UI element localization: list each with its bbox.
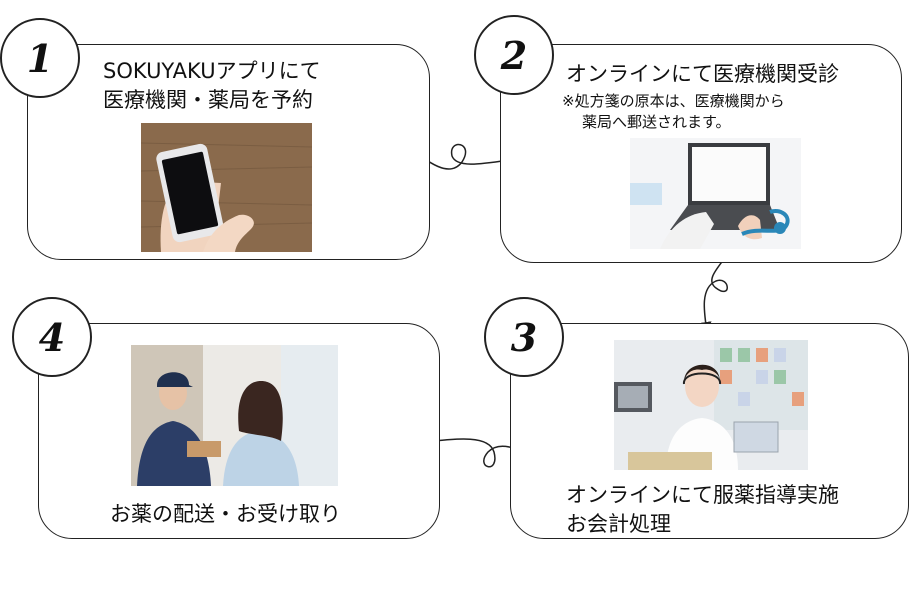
step-3-title-line-1: オンラインにて服薬指導実施	[566, 483, 839, 507]
step-2-title: オンラインにて医療機関受診	[566, 62, 839, 86]
arrow-step2-to-step3	[699, 254, 728, 334]
smartphone-photo	[141, 123, 312, 252]
step-2-note: ※処方箋の原本は、医療機関から 薬局へ郵送されます。	[562, 91, 785, 133]
step-4-title: お薬の配送・お受け取り	[110, 502, 341, 526]
delivery-photo	[131, 345, 338, 486]
step-3-title: オンラインにて服薬指導実施 お会計処理	[566, 481, 839, 539]
step-3-number: 3	[484, 297, 564, 377]
step-1-title-line-1: SOKUYAKUアプリにて	[103, 59, 321, 83]
step-1-number: 1	[0, 18, 80, 98]
laptop-stethoscope-photo	[630, 138, 801, 249]
step-4-number: 4	[12, 297, 92, 377]
step-1-title-line-2: 医療機関・薬局を予約	[103, 88, 313, 112]
pharmacist-headset-photo	[614, 340, 808, 470]
step-2-note-line-2: 薬局へ郵送されます。	[582, 113, 731, 131]
step-3-title-line-2: お会計処理	[566, 512, 671, 536]
step-1-title: SOKUYAKUアプリにて 医療機関・薬局を予約	[103, 57, 321, 115]
step-2-note-line-1: ※処方箋の原本は、医療機関から	[562, 92, 785, 110]
step-2-number: 2	[474, 15, 554, 95]
